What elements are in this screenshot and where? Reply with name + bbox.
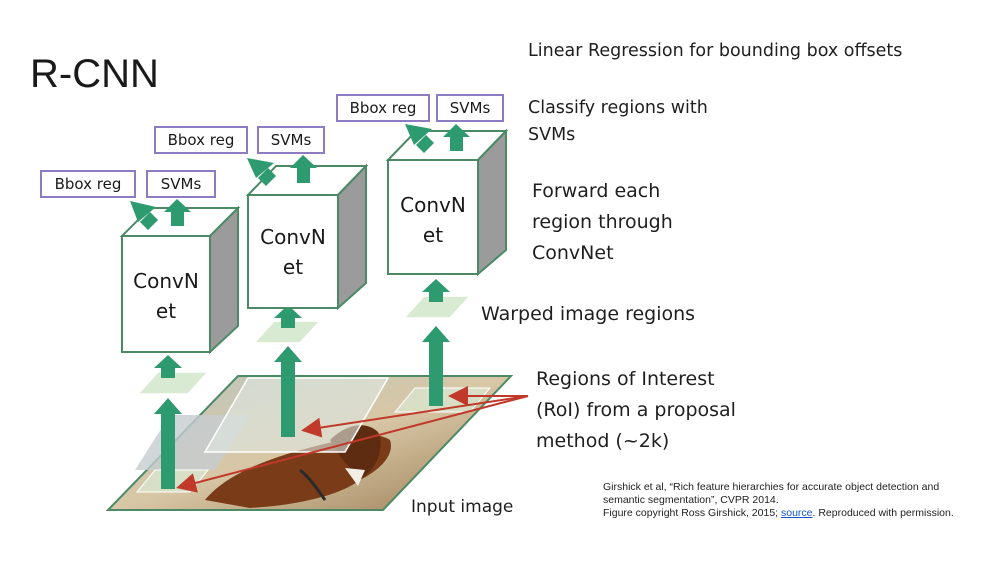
source-link[interactable]: source xyxy=(781,507,813,519)
note-warped: Warped image regions xyxy=(481,303,696,325)
citation-permission: . Reproduced with permission. xyxy=(812,507,954,519)
citation-line2: semantic segmentation”, CVPR 2014. xyxy=(603,494,779,506)
page-title: R-CNN xyxy=(30,52,159,96)
convnet-label-3: ConvN et xyxy=(388,190,478,250)
bbox-reg-label-2: Bbox reg xyxy=(154,126,248,154)
citation-copyright: Figure copyright Ross Girshick, 2015; xyxy=(603,507,779,519)
convnet-label-2-line1: ConvN xyxy=(260,225,326,249)
output-arrows xyxy=(130,124,470,230)
note-roi-line2: (RoI) from a proposal xyxy=(536,399,736,421)
convnet-label-3-line1: ConvN xyxy=(400,193,466,217)
note-classify-line2: SVMs xyxy=(528,125,576,145)
note-forward-line2: region through xyxy=(532,211,673,233)
bbox-reg-label-1: Bbox reg xyxy=(40,170,136,198)
input-image-label: Input image xyxy=(411,497,514,517)
warped-regions xyxy=(136,295,472,395)
convnet-label-2: ConvN et xyxy=(248,222,338,282)
svms-label-2: SVMs xyxy=(257,126,325,154)
note-roi-line3: method (~2k) xyxy=(536,430,670,452)
note-linear-regression: Linear Regression for bounding box offse… xyxy=(528,41,903,61)
note-forward-line1: Forward each xyxy=(532,180,661,202)
citation: Girshick et al, “Rich feature hierarchie… xyxy=(603,481,993,520)
note-classify-line1: Classify regions with xyxy=(528,98,708,118)
citation-line3: Figure copyright Ross Girshick, 2015; so… xyxy=(603,507,993,520)
convnet-label-1: ConvN et xyxy=(122,266,210,326)
note-forward-line3: ConvNet xyxy=(532,242,614,264)
note-forward: Forward each region through ConvNet xyxy=(532,176,673,269)
up-arrows-warped xyxy=(154,279,450,378)
note-roi-line1: Regions of Interest xyxy=(536,368,715,390)
bbox-reg-label-3: Bbox reg xyxy=(336,94,430,122)
svms-label-1: SVMs xyxy=(146,170,216,198)
convnet-label-1-line2: et xyxy=(155,299,177,323)
convnet-label-2-line2: et xyxy=(282,255,304,279)
convnet-label-3-line2: et xyxy=(422,223,444,247)
convnet-label-1-line1: ConvN xyxy=(133,269,199,293)
citation-line1: Girshick et al, “Rich feature hierarchie… xyxy=(603,481,940,493)
svms-label-3: SVMs xyxy=(436,94,504,122)
note-roi: Regions of Interest (RoI) from a proposa… xyxy=(536,364,736,457)
up-arrows-input xyxy=(154,326,450,489)
roi-pointer-arrows xyxy=(176,386,529,493)
note-classify: Classify regions with SVMs xyxy=(528,95,708,149)
